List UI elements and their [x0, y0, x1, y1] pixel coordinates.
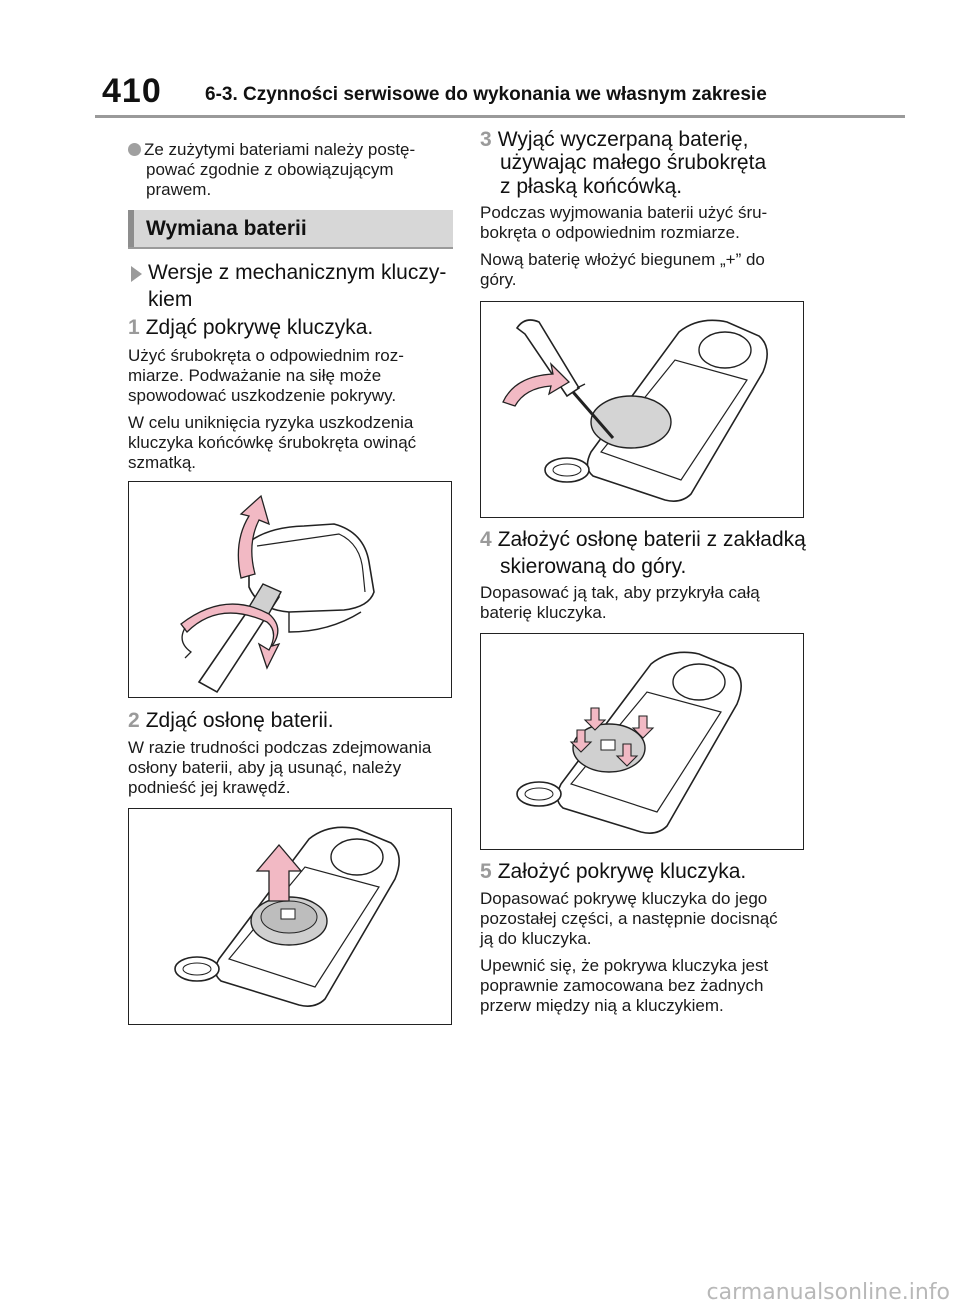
step-title: Wyjąć wyczerpaną baterię,: [497, 128, 749, 151]
step-5-text-line: przerw między nią a kluczykiem.: [480, 996, 724, 1015]
step-3-text-line: Podczas wyjmowania baterii użyć śru-: [480, 203, 768, 222]
variant-line-1: Wersje z mechanicznym kluczy-: [148, 261, 447, 284]
step-5-text-line: Dopasować pokrywę kluczyka do jego: [480, 889, 768, 908]
watermark: carmanualsonline.info: [706, 1280, 950, 1305]
step-2-text-line: podnieść jej krawędź.: [128, 778, 291, 797]
step-1-text-line: kluczyka końcówkę śrubokręta owinąć: [128, 433, 417, 452]
step-number: 3: [480, 128, 492, 151]
figure-remove-cover: [128, 481, 452, 698]
bullet-icon: [128, 143, 141, 156]
section-heading: Wymiana baterii: [128, 210, 453, 248]
step-4-text-line: Dopasować ją tak, aby przykryła całą: [480, 583, 760, 602]
step-5-text-line: ją do kluczyka.: [480, 929, 592, 948]
step-2-text-line: W razie trudności podczas zdejmowania: [128, 738, 432, 757]
variant-line-2: kiem: [148, 288, 193, 311]
step-3-heading-line: używając małego śrubokręta: [500, 151, 767, 174]
step-1-text-line: Użyć śrubokręta o odpowiednim roz-: [128, 346, 404, 365]
step-title: Założyć pokrywę kluczyka.: [497, 860, 747, 883]
step-1-text-line: W celu uniknięcia ryzyka uszkodzenia: [128, 413, 414, 432]
step-4-text-line: baterię kluczyka.: [480, 603, 607, 622]
step-5-text-line: pozostałej części, a następnie docisnąć: [480, 909, 778, 928]
figure-install-battery-cover: [480, 633, 804, 850]
figure-remove-battery-cover: [128, 808, 452, 1025]
step-title: Zdjąć osłonę baterii.: [145, 709, 334, 732]
chapter-title: 6-3. Czynności serwisowe do wykonania we…: [205, 84, 767, 105]
note-line-3: prawem.: [146, 180, 212, 199]
step-5-text-line: Upewnić się, że pokrywa kluczyka jest: [480, 956, 769, 975]
step-title: Założyć osłonę baterii z zakładką: [497, 528, 806, 551]
section-divider: [128, 247, 453, 249]
step-3-heading-line: z płaską końcówką.: [500, 175, 683, 198]
step-2-text-line: osłony baterii, aby ją usunąć, należy: [128, 758, 402, 777]
step-1-text-line: spowodować uszkodzenie pokrywy.: [128, 386, 397, 405]
step-number: 4: [480, 528, 492, 551]
note-line-2: pować zgodnie z obowiązującym: [146, 160, 394, 179]
step-number: 1: [128, 316, 140, 339]
step-3-text-line: góry.: [480, 270, 517, 289]
step-3-text-line: Nową baterię włożyć biegunem „+” do: [480, 250, 765, 269]
header-divider: [95, 115, 905, 118]
section-title: Wymiana baterii: [146, 217, 307, 240]
step-3-text-line: bokręta o odpowiednim rozmiarze.: [480, 223, 740, 242]
step-number: 5: [480, 860, 492, 883]
step-4-heading-line: skierowaną do góry.: [500, 555, 687, 578]
step-number: 2: [128, 709, 140, 732]
note-line-1: Ze zużytymi bateriami należy postę-: [128, 140, 415, 160]
step-5-text-line: poprawnie zamocowana bez żadnych: [480, 976, 764, 995]
step-1-text-line: miarze. Podważanie na siłę może: [128, 366, 382, 385]
page-number: 410: [102, 72, 162, 110]
step-title: Zdjąć pokrywę kluczyka.: [145, 316, 374, 339]
figure-remove-battery: [480, 301, 804, 518]
step-1-text-line: szmatką.: [128, 453, 197, 472]
triangle-bullet-icon: [131, 266, 142, 282]
